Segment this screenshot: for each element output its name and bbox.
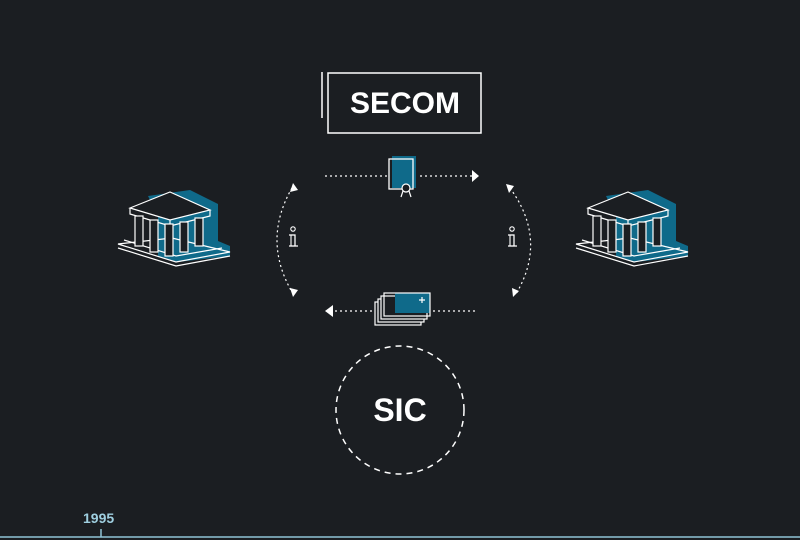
bank-building-icon xyxy=(117,190,231,267)
secom-label: SECOM xyxy=(350,87,460,120)
top-message-flow xyxy=(325,170,479,182)
sic-label: SIC xyxy=(373,392,426,428)
payment-cards-icon xyxy=(374,292,431,326)
timeline xyxy=(0,529,800,538)
sic-node: SIC xyxy=(335,345,465,475)
timeline-year-label: 1995 xyxy=(83,510,115,526)
info-icon xyxy=(508,226,517,247)
bank-building-icon xyxy=(575,190,689,267)
secom-box: SECOM xyxy=(321,72,482,134)
right-curved-flow xyxy=(506,184,532,297)
bottom-message-flow xyxy=(325,305,478,317)
info-icon xyxy=(289,226,298,247)
certificate-document-icon xyxy=(388,156,416,198)
left-curved-flow xyxy=(276,183,298,297)
